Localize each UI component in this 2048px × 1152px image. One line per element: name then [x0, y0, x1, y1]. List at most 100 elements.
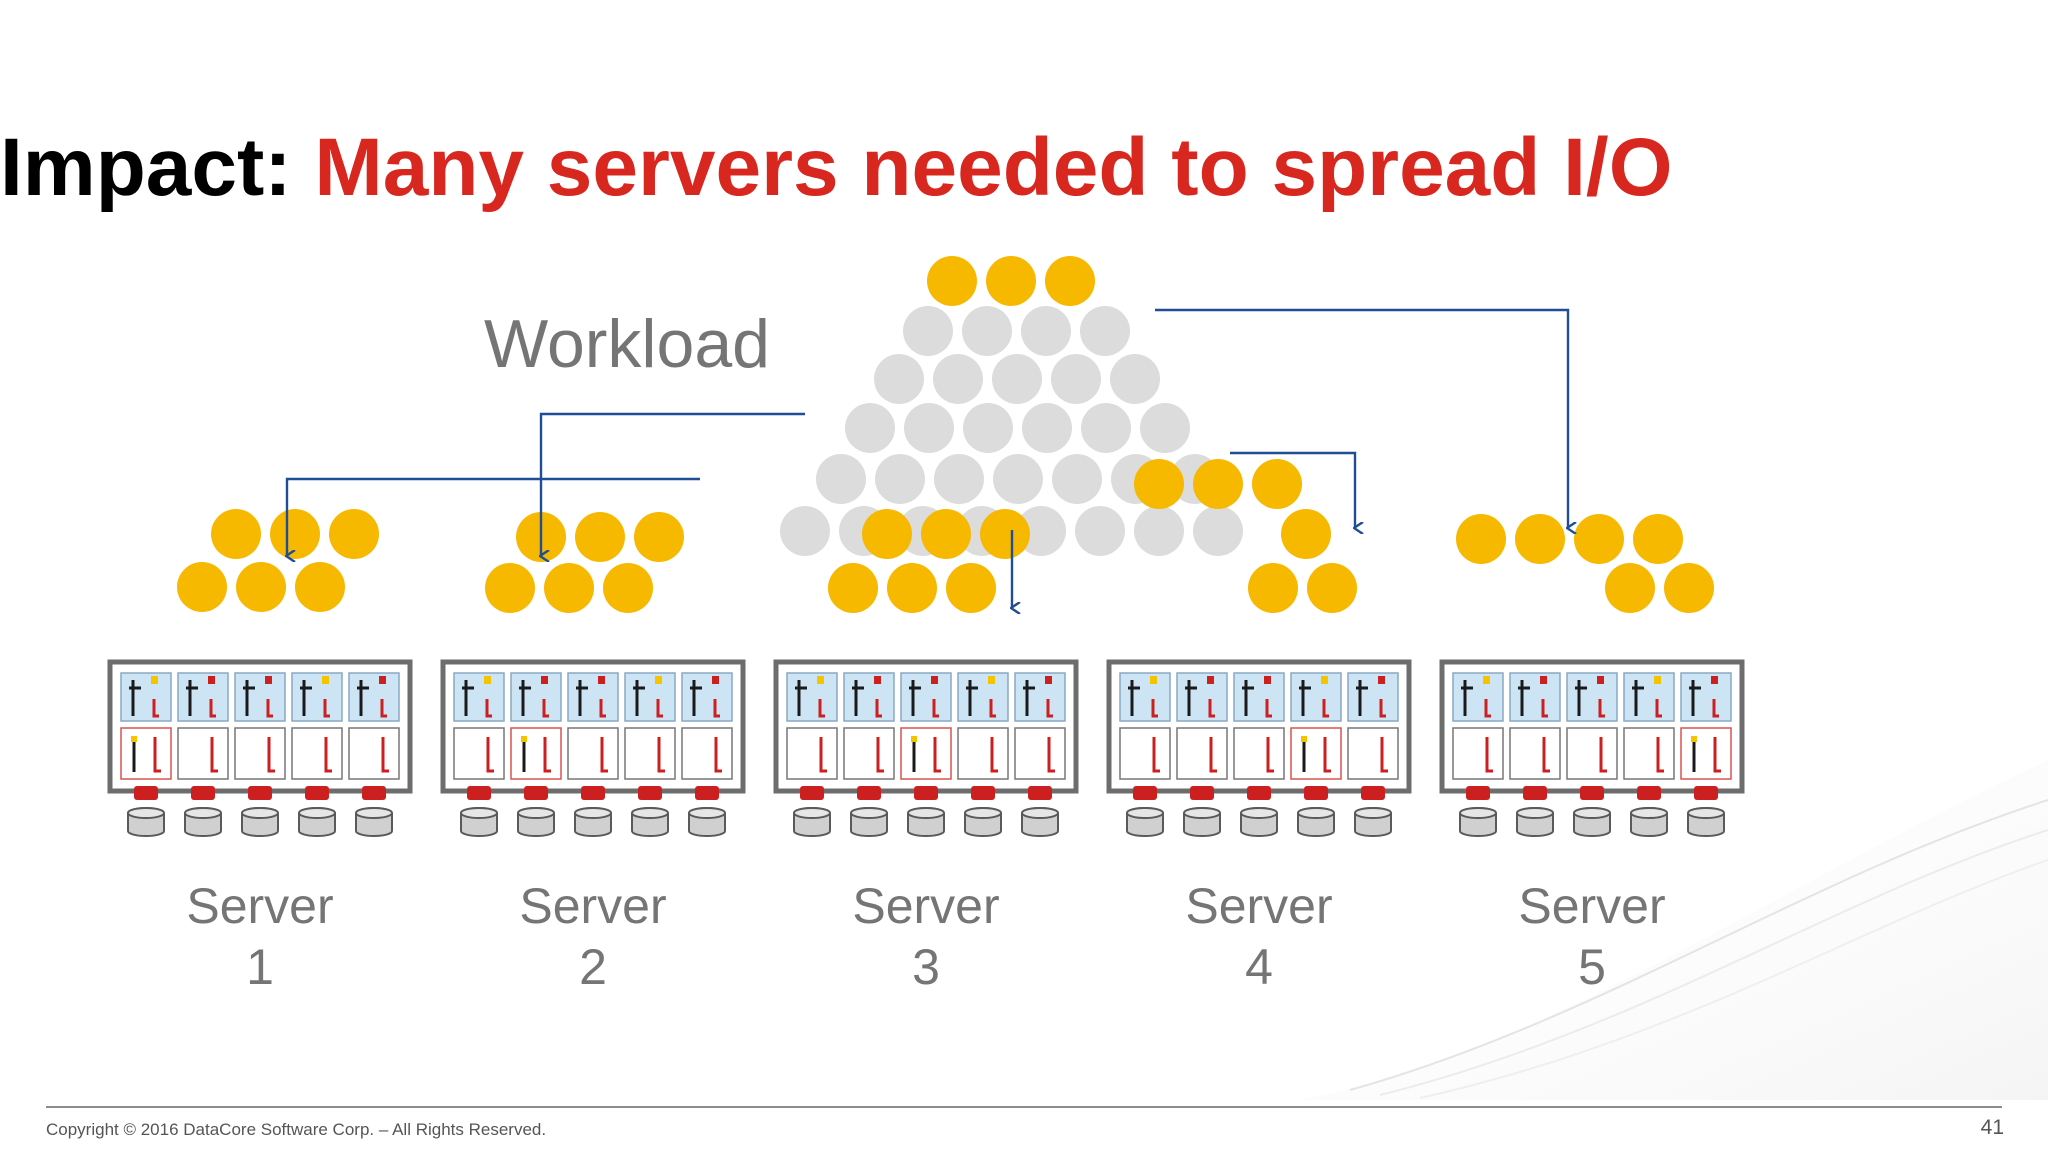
pending-io-dot	[992, 354, 1042, 404]
server-5-label: Server 5	[1442, 876, 1742, 998]
disk-top	[1687, 807, 1725, 819]
disk-port	[1028, 786, 1052, 800]
disk-top	[1459, 807, 1497, 819]
io-queue-icon	[1379, 699, 1386, 718]
io-queue-icon	[656, 699, 663, 718]
core-status-led	[1150, 676, 1157, 684]
io-queue-icon	[1712, 699, 1719, 718]
footer-divider	[46, 1106, 2002, 1108]
disk-port	[1304, 786, 1328, 800]
worker-icon	[1461, 680, 1473, 716]
disk-body	[1021, 813, 1059, 837]
cpu-core	[957, 672, 1009, 722]
disk-body	[1459, 813, 1497, 837]
disk-top	[1573, 807, 1611, 819]
server-5-number: 5	[1578, 939, 1606, 995]
disk-top	[1240, 807, 1278, 819]
cpu-core	[1347, 672, 1399, 722]
io-queue-icon	[1047, 737, 1055, 773]
cpu-core	[843, 672, 895, 722]
active-io-led	[911, 736, 917, 742]
workload-io-dot	[1574, 514, 1624, 564]
disk-top	[298, 807, 336, 819]
core-status-led	[151, 676, 158, 684]
io-queue-icon	[1485, 737, 1493, 773]
workload-io-dot	[544, 563, 594, 613]
disk-body	[460, 813, 498, 837]
server-4-label: Server 4	[1109, 876, 1409, 998]
cpu-core	[1014, 672, 1066, 722]
io-queue-icon	[1152, 737, 1160, 773]
workload-io-dot	[603, 563, 653, 613]
disk-body	[298, 813, 336, 837]
cpu-core	[1566, 672, 1618, 722]
core-status-led	[1207, 676, 1214, 684]
disk-port	[1637, 786, 1661, 800]
cpu-core	[453, 672, 505, 722]
disk-top	[517, 807, 555, 819]
io-queue-slot	[624, 727, 676, 780]
arrow-to-server-1	[287, 477, 700, 556]
server-2-name: Server	[519, 878, 667, 934]
worker-icon	[1356, 680, 1368, 716]
workload-io-dot	[980, 509, 1030, 559]
server-3-rack	[773, 659, 1079, 837]
io-queue-icon	[1266, 737, 1274, 773]
workload-server-2	[485, 512, 684, 613]
workload-io-dot	[211, 509, 261, 559]
servers	[107, 659, 1745, 837]
pending-io-dot	[845, 403, 895, 453]
page-number: 41	[1980, 1116, 2004, 1139]
pending-io-dot	[933, 354, 983, 404]
pending-io-dot	[1022, 403, 1072, 453]
io-queue-icon	[266, 699, 273, 718]
io-queue-slot	[1509, 727, 1561, 780]
disk-port	[1190, 786, 1214, 800]
disk-body	[1516, 813, 1554, 837]
io-queue-icon	[209, 699, 216, 718]
worker-icon	[966, 680, 978, 716]
pending-io-dot	[903, 306, 953, 356]
cpu-core	[786, 672, 838, 722]
disk-top	[907, 807, 945, 819]
io-queue-slot	[1176, 727, 1228, 780]
disk-port	[134, 786, 158, 800]
pending-io-dot	[993, 454, 1043, 504]
server-4-name: Server	[1185, 878, 1333, 934]
disk-body	[1687, 813, 1725, 837]
core-status-led	[1654, 676, 1661, 684]
io-queue-icon	[1655, 699, 1662, 718]
core-status-led	[322, 676, 329, 684]
workload-io-dot	[329, 509, 379, 559]
disk-top	[1297, 807, 1335, 819]
server-1-name: Server	[186, 878, 334, 934]
disk-body	[688, 813, 726, 837]
io-queue-slot	[843, 727, 895, 780]
server-1-number: 1	[246, 939, 274, 995]
workload-io-dot	[634, 512, 684, 562]
disk-port	[857, 786, 881, 800]
disk-port	[248, 786, 272, 800]
core-status-led	[484, 676, 491, 684]
disk-port	[362, 786, 386, 800]
io-queue-slot	[1452, 727, 1504, 780]
io-queue-icon	[818, 699, 825, 718]
pending-io-dot	[904, 403, 954, 453]
io-queue-icon	[381, 737, 389, 773]
io-queue-icon	[989, 699, 996, 718]
cpu-core	[681, 672, 733, 722]
workload-io-dot	[270, 509, 320, 559]
cpu-core	[1290, 672, 1342, 722]
pending-io-dot	[1052, 454, 1102, 504]
remaining-workload-pyramid	[780, 306, 1243, 556]
cpu-core	[1452, 672, 1504, 722]
core-status-led	[1540, 676, 1547, 684]
worker-icon	[129, 680, 141, 716]
core-status-led	[1321, 676, 1328, 684]
io-queue-slot	[1680, 727, 1732, 780]
workload-io-dot	[887, 563, 937, 613]
core-status-led	[265, 676, 272, 684]
active-io-led	[521, 736, 527, 742]
workload-io-dot	[1307, 563, 1357, 613]
